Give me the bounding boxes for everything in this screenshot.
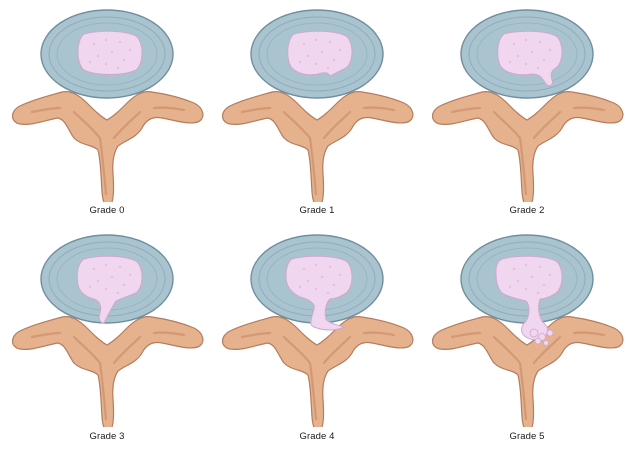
panel-grade-4: Grade 4	[212, 227, 422, 453]
nucleus-pulposus	[78, 31, 142, 74]
nucleus-texture	[111, 51, 113, 53]
nucleus-texture	[93, 268, 95, 270]
vertebra-group	[13, 235, 203, 427]
nucleus-texture	[97, 280, 99, 282]
nucleus-texture	[531, 276, 533, 278]
nucleus-texture	[117, 67, 119, 69]
nucleus-texture	[105, 288, 107, 290]
panel-caption: Grade 5	[422, 431, 632, 442]
panel-grade-5: Grade 5	[422, 227, 632, 453]
nucleus-texture	[513, 268, 515, 270]
nucleus-texture	[299, 286, 301, 288]
nucleus-texture	[129, 274, 131, 276]
nucleus-texture	[539, 266, 541, 268]
vertebra-disc-illustration	[212, 227, 422, 427]
nucleus-texture	[105, 63, 107, 65]
nucleus-texture	[509, 61, 511, 63]
panel-caption: Grade 0	[2, 205, 212, 216]
vertebra-group	[433, 10, 623, 202]
nucleus-texture	[329, 41, 331, 43]
nucleus-pulposus	[288, 31, 352, 76]
nucleus-texture	[129, 49, 131, 51]
herniated-fragment	[535, 338, 541, 344]
nucleus-texture	[315, 39, 317, 41]
nucleus-texture	[97, 55, 99, 57]
nucleus-texture	[105, 39, 107, 41]
herniated-fragment	[544, 341, 549, 346]
nucleus-texture	[513, 43, 515, 45]
nucleus-texture	[549, 49, 551, 51]
nucleus-texture	[509, 286, 511, 288]
panel-grade-1: Grade 1	[212, 2, 422, 228]
panel-caption: Grade 1	[212, 205, 422, 216]
nucleus-texture	[93, 43, 95, 45]
panel-caption: Grade 2	[422, 205, 632, 216]
nucleus-texture	[525, 264, 527, 266]
panel-grade-2: Grade 2	[422, 2, 632, 228]
vertebra-group	[433, 235, 623, 427]
vertebra-group	[13, 10, 203, 202]
nucleus-texture	[543, 284, 545, 286]
nucleus-texture	[117, 292, 119, 294]
nucleus-texture	[327, 67, 329, 69]
vertebra-disc-illustration	[2, 2, 212, 202]
nucleus-texture	[517, 280, 519, 282]
panel-caption: Grade 3	[2, 431, 212, 442]
vertebra-group	[223, 235, 413, 427]
panel-grade-0: Grade 0	[2, 2, 212, 228]
nucleus-texture	[307, 280, 309, 282]
nucleus-texture	[303, 268, 305, 270]
nucleus-texture	[525, 288, 527, 290]
nucleus-texture	[525, 39, 527, 41]
herniated-fragment	[530, 329, 538, 337]
nucleus-texture	[329, 266, 331, 268]
nucleus-texture	[539, 41, 541, 43]
nucleus-texture	[339, 274, 341, 276]
nucleus-texture	[549, 274, 551, 276]
vertebra-disc-illustration	[212, 2, 422, 202]
nucleus-texture	[525, 63, 527, 65]
panel-grade-3: Grade 3	[2, 227, 212, 453]
nucleus-texture	[315, 63, 317, 65]
vertebra-disc-illustration	[2, 227, 212, 427]
nucleus-texture	[89, 61, 91, 63]
nucleus-texture	[307, 55, 309, 57]
herniated-fragment	[547, 330, 553, 336]
nucleus-texture	[105, 264, 107, 266]
nucleus-texture	[111, 276, 113, 278]
nucleus-texture	[339, 49, 341, 51]
nucleus-texture	[537, 67, 539, 69]
nucleus-texture	[333, 59, 335, 61]
nucleus-texture	[531, 51, 533, 53]
nucleus-texture	[327, 292, 329, 294]
nucleus-texture	[333, 284, 335, 286]
nucleus-texture	[543, 59, 545, 61]
nucleus-texture	[123, 284, 125, 286]
nucleus-texture	[517, 55, 519, 57]
vertebra-disc-illustration	[422, 2, 632, 202]
nucleus-texture	[315, 288, 317, 290]
nucleus-texture	[123, 59, 125, 61]
nucleus-texture	[89, 286, 91, 288]
nucleus-texture	[299, 61, 301, 63]
nucleus-texture	[119, 41, 121, 43]
nucleus-texture	[321, 51, 323, 53]
nucleus-texture	[119, 266, 121, 268]
vertebra-group	[223, 10, 413, 202]
nucleus-texture	[537, 292, 539, 294]
nucleus-texture	[315, 264, 317, 266]
nucleus-texture	[321, 276, 323, 278]
vertebra-disc-illustration	[422, 227, 632, 427]
nucleus-texture	[303, 43, 305, 45]
panel-caption: Grade 4	[212, 431, 422, 442]
